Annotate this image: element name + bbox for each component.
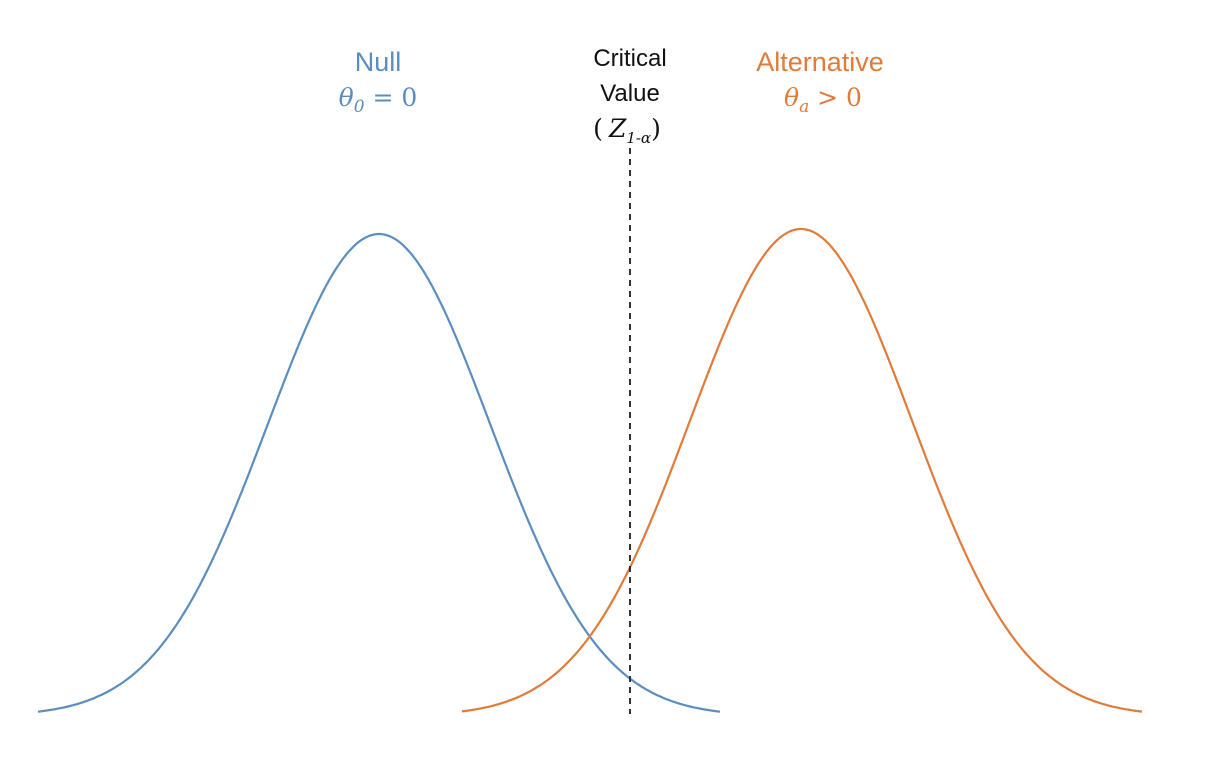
critical-close-paren: ): [651, 114, 661, 143]
null-hypothesis-label: θ0 = 0: [339, 83, 418, 117]
alt-theta-symbol: θ: [784, 83, 799, 112]
null-distribution-curve: [37, 232, 721, 713]
alt-relation: > 0: [809, 83, 862, 112]
null-relation: = 0: [365, 83, 418, 112]
null-title: Null: [355, 47, 402, 77]
alt-subscript: a: [799, 97, 809, 117]
null-subscript: 0: [354, 97, 365, 117]
critical-subscript: 1-α: [626, 129, 651, 147]
critical-value-title-line2: Value: [600, 80, 660, 107]
critical-value-formula: (Z1-α): [593, 114, 661, 147]
null-theta-symbol: θ: [339, 83, 354, 112]
alternative-distribution-curve: [461, 227, 1143, 713]
critical-value-title-line1: Critical: [593, 45, 666, 72]
critical-z-symbol: Z: [608, 114, 627, 143]
alternative-hypothesis-label: θa > 0: [784, 83, 862, 117]
alternative-title: Alternative: [756, 47, 884, 77]
critical-open-paren: (: [593, 114, 603, 143]
